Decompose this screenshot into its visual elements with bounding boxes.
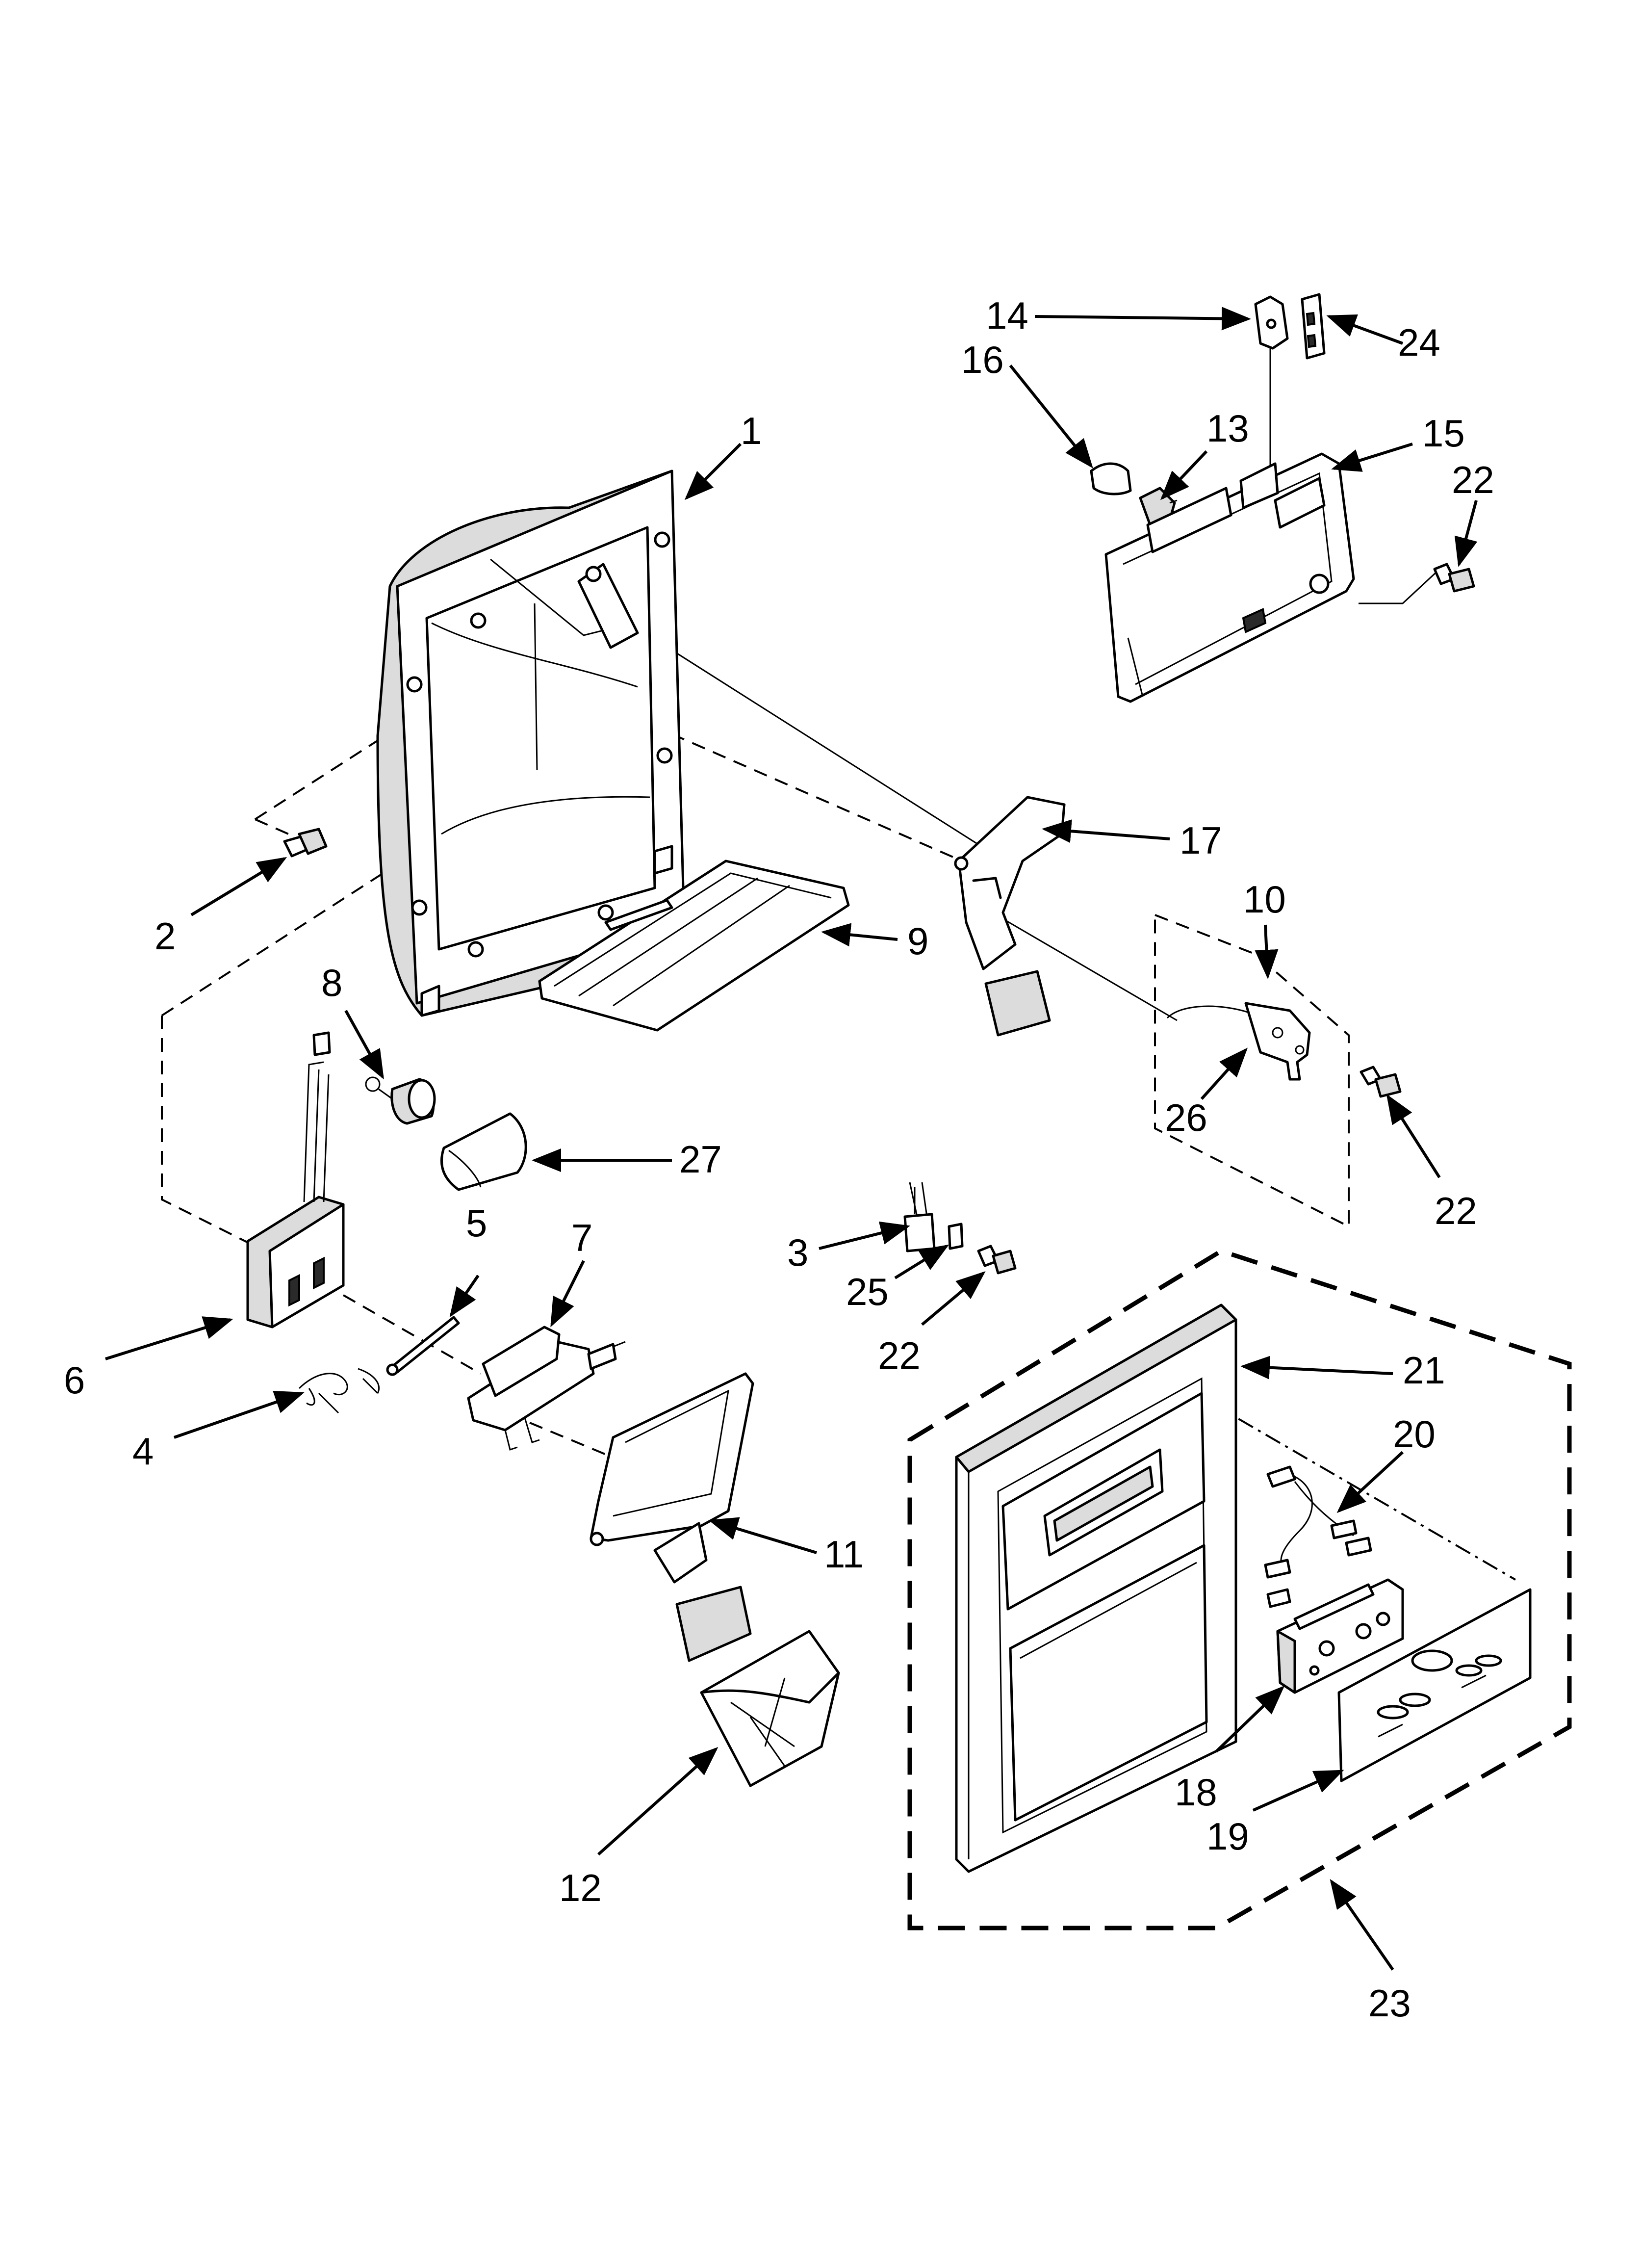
part-25-clip xyxy=(948,1223,964,1250)
callout-26: 26 xyxy=(1165,1096,1207,1139)
callout-25: 25 xyxy=(846,1270,889,1313)
callout-11: 11 xyxy=(824,1533,864,1576)
callout-4: 4 xyxy=(132,1430,154,1473)
part-26-switch-arm xyxy=(1166,1002,1311,1081)
callout-labels: 1 2 3 4 5 6 7 8 9 10 11 12 13 14 15 16 1… xyxy=(64,294,1494,2025)
part-2-screw xyxy=(283,828,328,858)
assembly-boundary-23 xyxy=(907,1249,1572,1930)
callout-15: 15 xyxy=(1422,412,1465,455)
callout-18: 18 xyxy=(1175,1771,1217,1814)
callout-10: 10 xyxy=(1243,878,1286,921)
part-16-lamp xyxy=(1090,462,1132,495)
part-15-bracket xyxy=(1104,452,1355,703)
callout-9: 9 xyxy=(907,919,928,963)
part-20-wire-harness xyxy=(1264,1465,1372,1608)
callout-20: 20 xyxy=(1393,1412,1436,1456)
part-9-drip-tray xyxy=(538,860,850,1032)
part-18-control-board xyxy=(1276,1578,1404,1694)
part-14-switch xyxy=(1254,295,1289,350)
callout-22-top: 22 xyxy=(1452,458,1494,501)
callout-7: 7 xyxy=(571,1216,592,1259)
part-4-spring xyxy=(298,1368,380,1414)
callout-22-mid: 22 xyxy=(1435,1189,1477,1232)
part-17-water-lever xyxy=(954,796,1066,1037)
callout-23: 23 xyxy=(1368,1981,1411,2025)
callout-24: 24 xyxy=(1398,321,1440,364)
part-22-screw-mid xyxy=(1360,1066,1402,1098)
part-12-chute xyxy=(700,1630,840,1787)
part-3-clip xyxy=(903,1182,936,1252)
callout-21: 21 xyxy=(1403,1349,1445,1392)
part-21-front-panel xyxy=(955,1303,1237,1873)
part-24-insulator xyxy=(1301,293,1326,360)
part-6-module xyxy=(246,1031,345,1329)
assembly-boundary-10 xyxy=(1154,913,1350,1228)
callout-17: 17 xyxy=(1180,819,1222,862)
callout-8: 8 xyxy=(321,961,342,1004)
part-19-overlay xyxy=(1337,1588,1532,1782)
part-7-actuator xyxy=(467,1326,626,1451)
callout-1: 1 xyxy=(741,409,762,452)
callout-13: 13 xyxy=(1206,407,1249,450)
part-27-cover xyxy=(440,1112,527,1191)
callout-27: 27 xyxy=(679,1138,722,1181)
part-8-motor xyxy=(365,1076,436,1125)
callout-5: 5 xyxy=(466,1201,487,1245)
part-22-screw-lower xyxy=(977,1245,1017,1275)
callout-2: 2 xyxy=(154,914,176,958)
callout-14: 14 xyxy=(986,294,1028,337)
callout-3: 3 xyxy=(787,1231,808,1274)
part-22-screw-top xyxy=(1433,563,1475,593)
callout-6: 6 xyxy=(64,1358,85,1402)
callout-22-lower: 22 xyxy=(878,1334,921,1377)
callout-16: 16 xyxy=(961,338,1004,381)
leader-arrows xyxy=(105,307,1478,1971)
callout-12: 12 xyxy=(559,1866,602,1909)
callout-19: 19 xyxy=(1206,1815,1249,1858)
part-5-pin xyxy=(386,1316,460,1376)
part-11-ice-paddle xyxy=(590,1372,754,1662)
part-1-dispenser-housing xyxy=(376,469,686,1017)
